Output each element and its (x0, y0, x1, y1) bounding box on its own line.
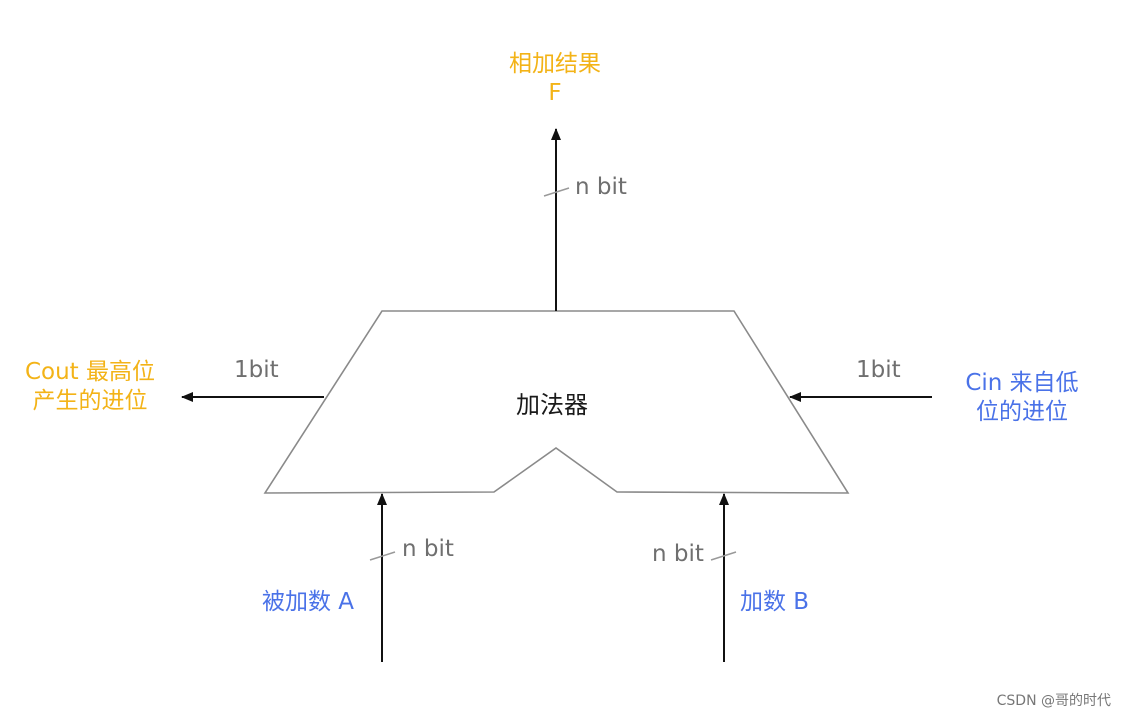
output-label-line2: F (548, 79, 562, 106)
adder-title: 加法器 (516, 391, 588, 419)
input-b-width-label: n bit (652, 541, 704, 567)
input-b-width-slash (710, 551, 737, 561)
input-a-width-label: n bit (402, 536, 454, 562)
cin-width-label: 1bit (856, 357, 901, 383)
input-b-label: 加数 B (740, 589, 810, 615)
cin-label-line2: 位的进位 (976, 398, 1068, 425)
cout-label-line2: 产生的进位 (32, 387, 148, 414)
cin-label-line1: Cin 来自低 (965, 370, 1079, 396)
cout-width-label: 1bit (234, 357, 279, 383)
watermark: CSDN @哥的时代 (996, 693, 1111, 709)
output-width-label: n bit (575, 174, 627, 200)
output-width-slash (543, 187, 570, 197)
output-label-line1: 相加结果 (509, 51, 601, 77)
cout-label: Cout 最高位 产生的进位 (14, 358, 166, 416)
output-label: 相加结果 F (498, 50, 612, 108)
input-a-label: 被加数 A (262, 589, 355, 615)
adder-shape (263, 310, 850, 494)
cout-label-line1: Cout 最高位 (24, 359, 156, 385)
input-a-width-slash (369, 551, 396, 561)
cin-label: Cin 来自低 位的进位 (952, 369, 1092, 427)
